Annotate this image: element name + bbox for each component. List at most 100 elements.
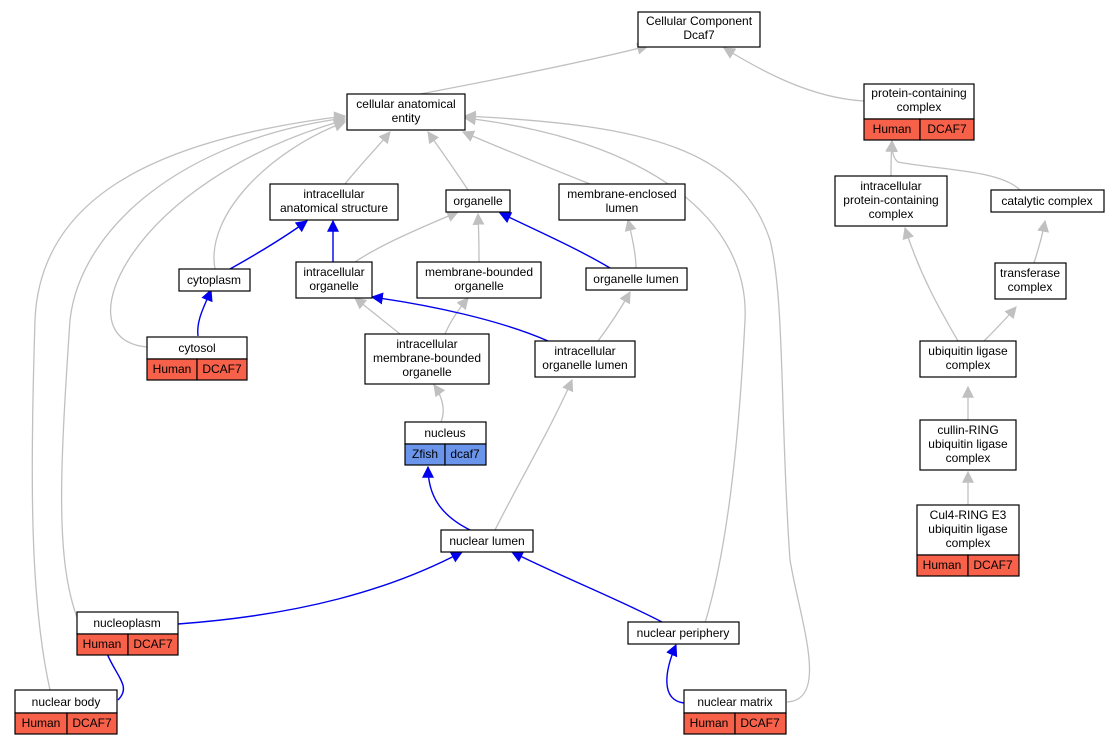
- edge-cytosol-cyto: [197, 288, 213, 337]
- node-label-line: cytoplasm: [187, 273, 241, 287]
- edge-mbo-org: [472, 212, 485, 263]
- edge-nl-nuc: [422, 465, 471, 531]
- node-nucleus[interactable]: nucleus Zfish dcaf7: [404, 421, 487, 466]
- node-cytoplasm[interactable]: cytoplasm: [178, 268, 251, 292]
- edge-cyto-ias: [229, 220, 308, 270]
- edge-mel-cae: [461, 130, 591, 185]
- node-ubiquitin-ligase-complex[interactable]: ubiquitin ligase complex: [919, 340, 1017, 378]
- node-nuclear-body[interactable]: nuclear body Human DCAF7: [14, 689, 118, 735]
- edge-imbo-io: [354, 297, 401, 335]
- node-nucleoplasm[interactable]: nucleoplasm Human DCAF7: [76, 611, 179, 656]
- node-label-line: nuclear periphery: [637, 626, 730, 640]
- node-label-line: ubiquitin ligase: [928, 437, 1008, 451]
- node-label-line: catalytic complex: [1001, 194, 1092, 208]
- node-cul4-ring-e3-ubiquitin-ligase-complex[interactable]: Cul4-RING E3 ubiquitin ligase complex Hu…: [916, 504, 1020, 577]
- node-protein-containing-complex[interactable]: protein-containing complex Human DCAF7: [863, 83, 975, 141]
- node-intracellular-membrane-bounded-organelle[interactable]: intracellular membrane-bounded organelle: [364, 333, 490, 385]
- edge-np-cae: [60, 113, 347, 621]
- edge-cyto-cae: [213, 120, 347, 270]
- edge-nper-cae: [463, 113, 746, 624]
- node-organelle-lumen[interactable]: organelle lumen: [585, 267, 688, 291]
- node-transferase-complex[interactable]: transferase complex: [994, 262, 1067, 300]
- edge-nm-cae: [463, 110, 811, 703]
- node-label-line: nuclear body: [32, 695, 101, 709]
- node-nuclear-matrix[interactable]: nuclear matrix Human DCAF7: [683, 689, 787, 735]
- edge-cae-root: [419, 42, 650, 95]
- node-label-line: cullin-RING: [937, 423, 998, 437]
- badge-species: Human: [22, 716, 61, 730]
- node-cellular-anatomical-entity[interactable]: cellular anatomical entity: [346, 93, 466, 131]
- node-membrane-bounded-organelle[interactable]: membrane-bounded organelle: [416, 261, 542, 299]
- edge-tc-cat: [1033, 219, 1050, 264]
- badge-gene: dcaf7: [450, 447, 480, 461]
- badge-gene: DCAF7: [133, 637, 173, 651]
- node-label-line: organelle: [402, 365, 452, 379]
- node-label-line: ubiquitin ligase: [928, 522, 1008, 536]
- edge-nuc-imbo: [433, 384, 446, 423]
- node-label-line: organelle lumen: [542, 358, 627, 372]
- nodes: Cellular Component Dcaf7 cellular anatom…: [14, 11, 1105, 735]
- edge-iol-io: [370, 292, 549, 342]
- node-intracellular-anatomical-structure[interactable]: intracellular anatomical structure: [269, 183, 399, 221]
- node-label-line: intracellular: [554, 344, 615, 358]
- node-label-line: membrane-enclosed: [567, 187, 676, 201]
- edge-nper-nl: [510, 551, 663, 623]
- edge-cytosol-cae: [110, 117, 347, 348]
- node-catalytic-complex[interactable]: catalytic complex: [990, 189, 1105, 213]
- node-label-line: membrane-bounded: [373, 351, 481, 365]
- node-organelle[interactable]: organelle: [445, 189, 511, 213]
- node-label-line: organelle: [454, 279, 504, 293]
- edge-io-org: [354, 210, 460, 263]
- node-label-line: Cellular Component: [646, 14, 753, 28]
- node-label-line: cellular anatomical: [356, 97, 455, 111]
- node-label-line: nucleoplasm: [93, 616, 160, 630]
- edge-nm-nper: [666, 643, 685, 704]
- edge-ias-cae: [344, 131, 391, 185]
- edge-nb-cae: [31, 111, 347, 691]
- badge-species: Zfish: [412, 447, 438, 461]
- node-label-line: complex: [897, 100, 942, 114]
- edge-ol-mel: [624, 218, 637, 269]
- node-label-line: intracellular: [396, 337, 457, 351]
- edge-np-nl: [177, 551, 464, 625]
- badge-species: Human: [83, 637, 122, 651]
- node-label-line: ubiquitin ligase: [928, 344, 1008, 358]
- node-label-line: Dcaf7: [683, 28, 715, 42]
- node-label-line: complex: [946, 536, 991, 550]
- edge-ulc-ipcc: [902, 226, 959, 342]
- node-label-line: intracellular: [303, 265, 364, 279]
- node-label-line: Cul4-RING E3: [930, 508, 1007, 522]
- node-label-line: lumen: [606, 201, 639, 215]
- node-cytosol[interactable]: cytosol Human DCAF7: [146, 336, 248, 381]
- node-intracellular-organelle-lumen[interactable]: intracellular organelle lumen: [534, 340, 636, 378]
- node-label-line: nucleus: [424, 426, 465, 440]
- node-label-line: nuclear lumen: [449, 534, 524, 548]
- node-label-line: nuclear matrix: [697, 695, 772, 709]
- edge-nl-iol: [494, 378, 574, 531]
- node-cullin-ring-ubiquitin-ligase-complex[interactable]: cullin-RING ubiquitin ligase complex: [919, 419, 1017, 471]
- badge-species: Human: [923, 558, 962, 572]
- node-cellular-component-root[interactable]: Cellular Component Dcaf7: [637, 11, 761, 48]
- badge-species: Human: [153, 362, 192, 376]
- node-nuclear-periphery[interactable]: nuclear periphery: [627, 621, 740, 645]
- node-label-line: anatomical structure: [280, 201, 388, 215]
- node-membrane-enclosed-lumen[interactable]: membrane-enclosed lumen: [558, 183, 686, 221]
- node-nuclear-lumen[interactable]: nuclear lumen: [440, 529, 534, 553]
- badge-species: Human: [690, 716, 729, 730]
- node-label-line: complex: [946, 451, 991, 465]
- node-label-line: organelle: [453, 194, 503, 208]
- edges: [31, 42, 1050, 704]
- node-intracellular-organelle[interactable]: intracellular organelle: [295, 261, 373, 299]
- node-intracellular-protein-containing-complex[interactable]: intracellular protein-containing complex: [834, 175, 948, 227]
- node-label-line: organelle lumen: [593, 272, 678, 286]
- node-label-line: protein-containing: [843, 193, 938, 207]
- badge-gene: DCAF7: [202, 362, 242, 376]
- node-label-line: cytosol: [178, 341, 215, 355]
- node-label-line: organelle: [309, 279, 359, 293]
- edge-cat-pcc: [886, 139, 1021, 191]
- badge-gene: DCAF7: [72, 716, 112, 730]
- node-label-line: intracellular: [860, 179, 921, 193]
- badge-species: Human: [873, 122, 912, 136]
- badge-gene: DCAF7: [973, 558, 1013, 572]
